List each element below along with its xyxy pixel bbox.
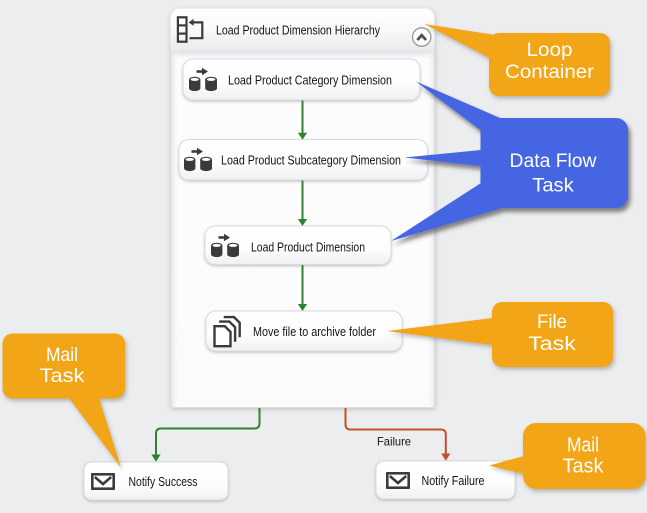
svg-text:Task: Task <box>528 334 576 355</box>
svg-text:Notify Failure: Notify Failure <box>422 473 485 488</box>
svg-text:Move file to archive folder: Move file to archive folder <box>253 324 377 339</box>
svg-text:Loop: Loop <box>527 40 573 61</box>
svg-text:Load Product Dimension Hierarc: Load Product Dimension Hierarchy <box>216 23 380 38</box>
svg-text:Task: Task <box>563 456 605 478</box>
svg-text:Load Product Subcategory Dimen: Load Product Subcategory Dimension <box>221 153 401 168</box>
svg-text:Load Product Dimension: Load Product Dimension <box>251 240 365 255</box>
svg-text:Mail: Mail <box>46 344 78 366</box>
svg-text:Task: Task <box>40 365 85 387</box>
svg-text:File: File <box>537 312 567 333</box>
svg-text:Mail: Mail <box>567 435 599 457</box>
svg-text:Task: Task <box>532 176 574 197</box>
svg-text:Failure: Failure <box>377 435 411 449</box>
svg-text:Load Product Category Dimensio: Load Product Category Dimension <box>228 73 392 88</box>
svg-text:Data Flow: Data Flow <box>510 151 597 172</box>
svg-text:Container: Container <box>505 62 595 83</box>
svg-text:Notify Success: Notify Success <box>129 474 198 489</box>
